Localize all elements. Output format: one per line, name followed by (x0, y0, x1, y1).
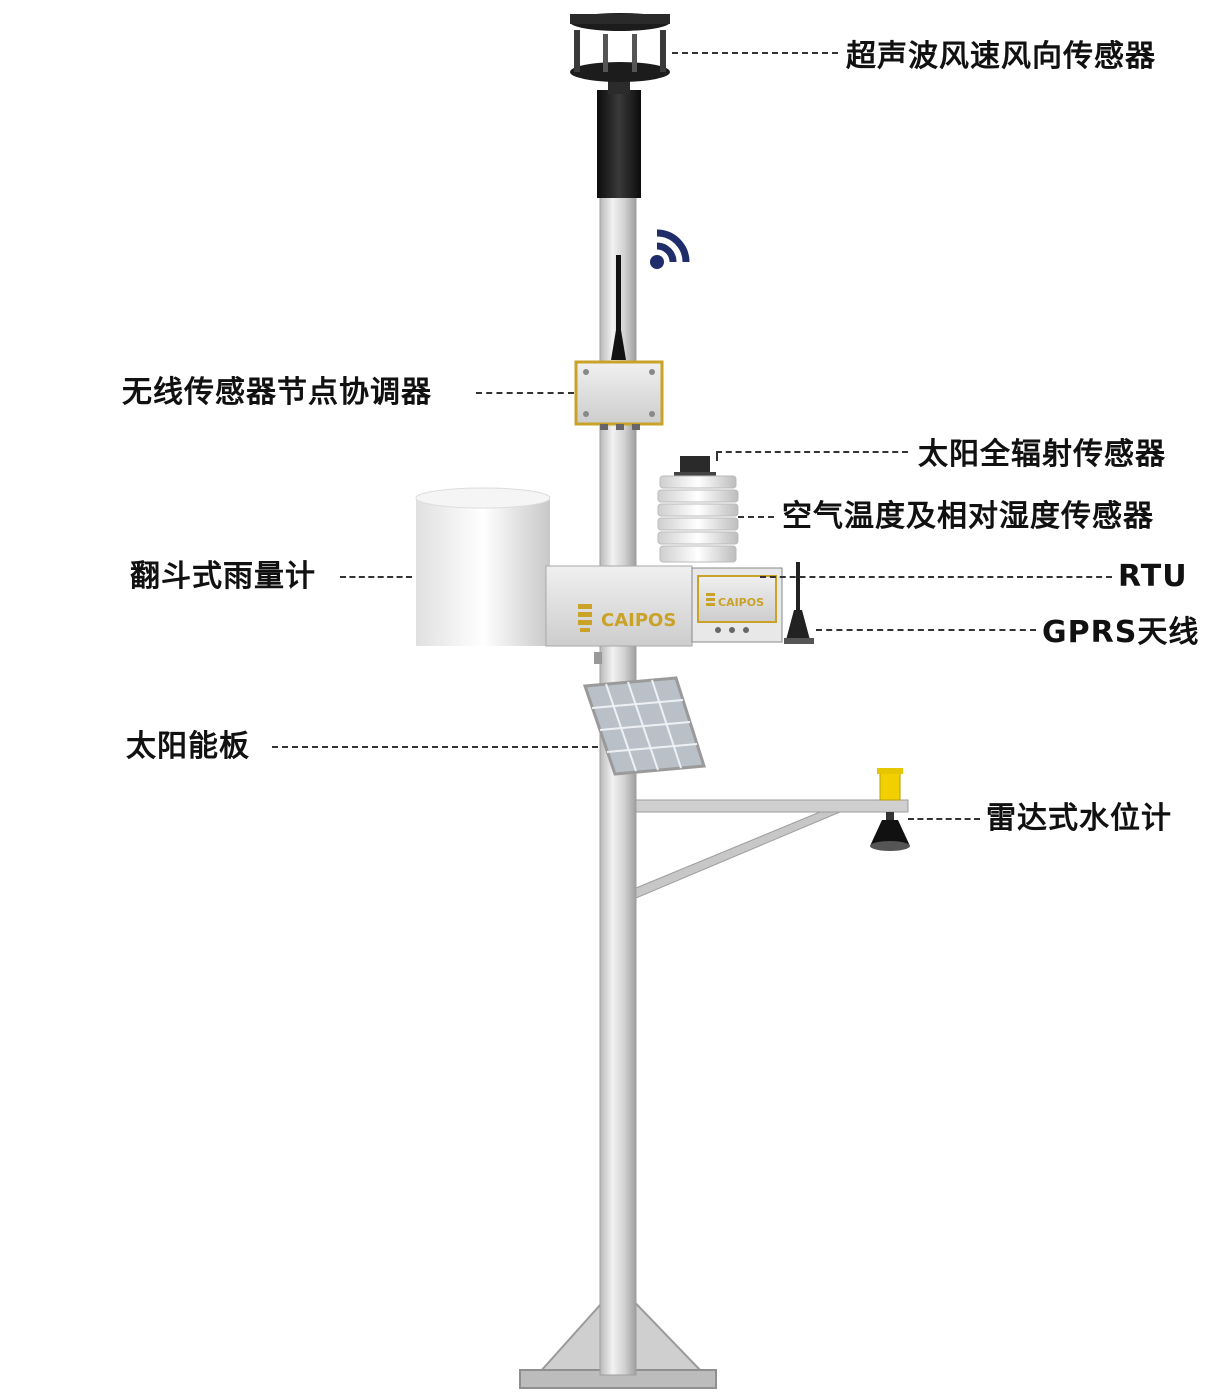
leader-radar (908, 818, 980, 820)
solar-radiation-sensor (674, 456, 716, 478)
label-tipping-rain-gauge: 翻斗式雨量计 (130, 559, 316, 594)
label-radar-water-level: 雷达式水位计 (986, 801, 1172, 836)
leader-temp-humidity (738, 516, 774, 518)
label-gprs-antenna: GPRS天线 (1042, 615, 1200, 650)
temp-humidity-shield (657, 475, 739, 563)
leader-coordinator (476, 392, 574, 394)
label-solar-radiation-sensor: 太阳全辐射传感器 (918, 437, 1166, 472)
solar-panel (582, 676, 706, 776)
leader-gprs (816, 629, 1036, 631)
main-enclosure: CAIPOS (545, 565, 693, 647)
label-rtu: RTU (1118, 559, 1188, 594)
rain-gauge (415, 487, 551, 646)
label-solar-panel: 太阳能板 (126, 729, 250, 764)
label-temp-humidity-sensor: 空气温度及相对湿度传感器 (782, 499, 1154, 534)
label-wireless-node-coordinator: 无线传感器节点协调器 (122, 375, 432, 410)
leader-rain (340, 576, 412, 578)
leader-wind (672, 52, 838, 54)
caipos-logo-icon (578, 604, 592, 632)
caipos-logo-icon-small (706, 593, 715, 606)
brand-logo-rtu: CAIPOS (718, 596, 764, 609)
wireless-signal-icon (650, 229, 690, 269)
radar-water-level-sensor (870, 768, 910, 851)
leader-radiation (716, 451, 908, 453)
leader-solar (272, 746, 598, 748)
coordinator-antenna (611, 255, 626, 360)
ultrasonic-wind-sensor (570, 13, 670, 198)
label-ultrasonic-wind-sensor: 超声波风速风向传感器 (846, 39, 1156, 74)
leader-rtu (760, 576, 1112, 578)
enclosure-bracket (594, 652, 602, 664)
gprs-antenna (784, 562, 814, 644)
rtu-box: CAIPOS (691, 567, 783, 643)
coordinator-box (574, 360, 664, 430)
leader-radiation-drop (716, 451, 718, 461)
brand-logo-main: CAIPOS (601, 610, 676, 631)
radar-arm (635, 799, 909, 899)
